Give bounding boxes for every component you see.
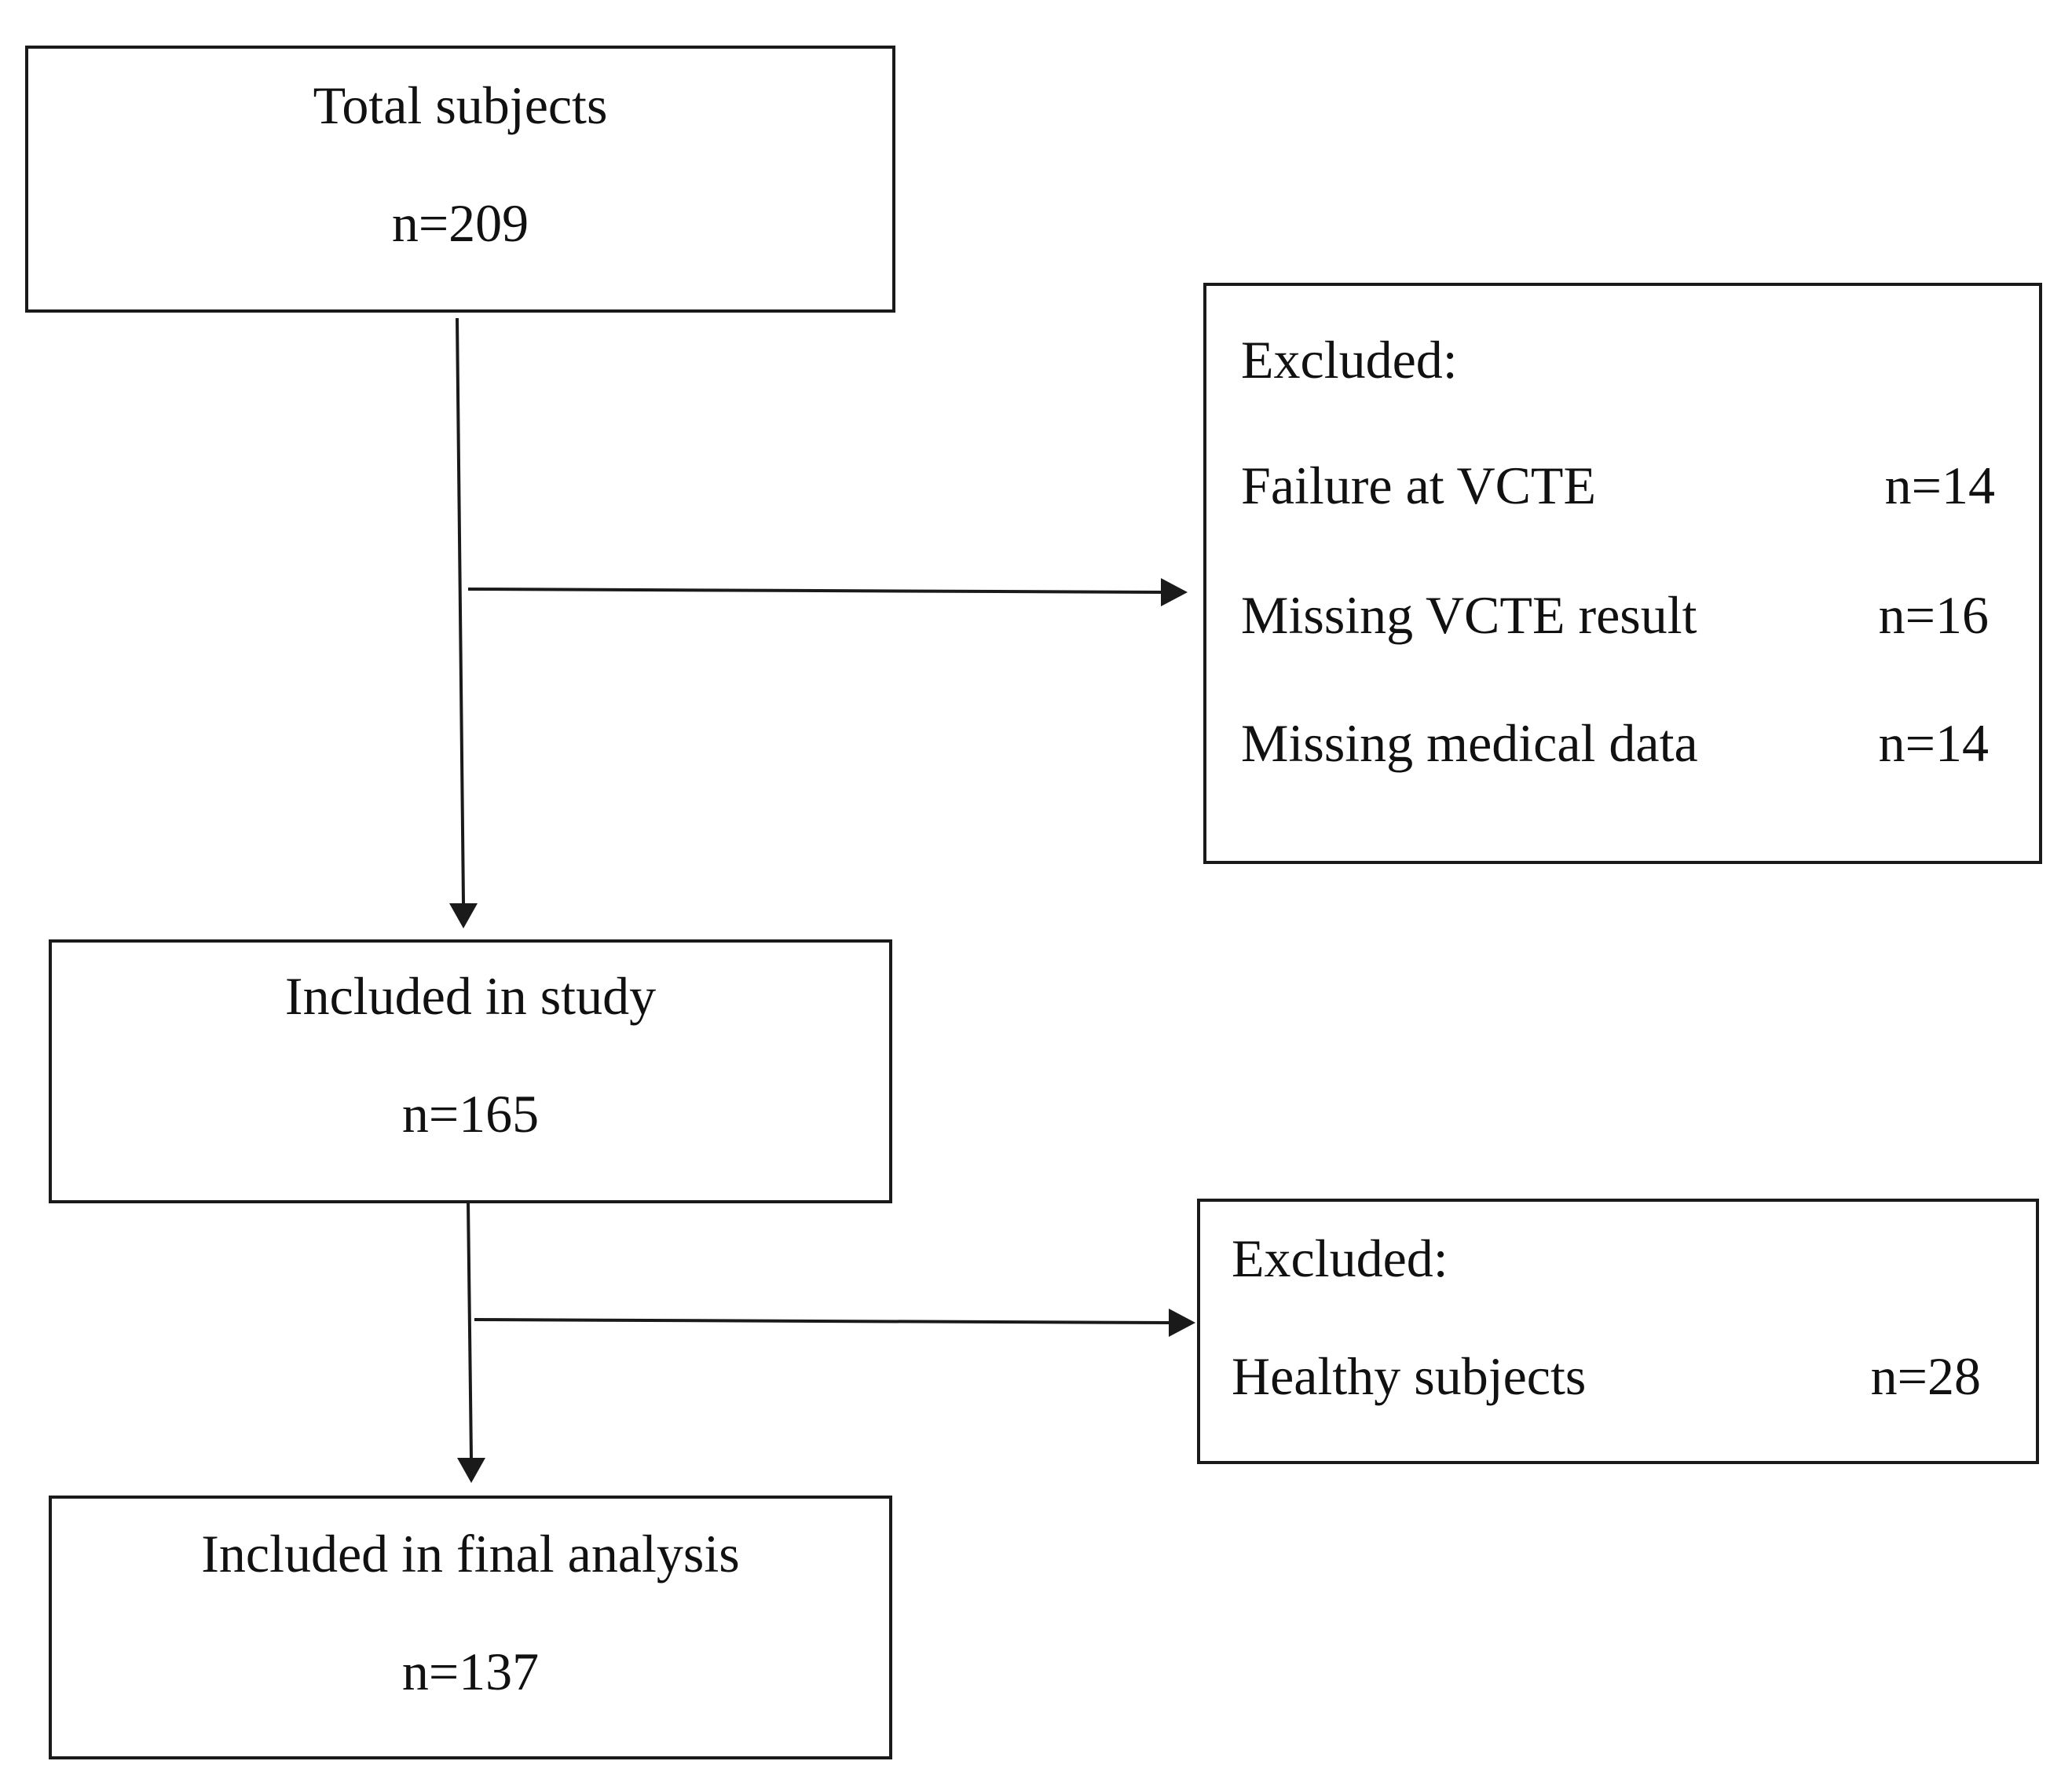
excluded-1-reason: Missing medical data	[1241, 713, 1698, 773]
excluded-1-count: n=16	[1878, 585, 1989, 645]
arrowhead-included	[449, 903, 478, 928]
excluded-box-2: Excluded: Healthy subjects n=28	[1197, 1199, 2039, 1464]
final-analysis-box: Included in final analysis n=137	[49, 1496, 892, 1759]
excluded-1-heading: Excluded:	[1241, 330, 1458, 390]
total-subjects-label: Total subjects	[313, 75, 608, 135]
excluded-2-reason: Healthy subjects	[1232, 1346, 1587, 1406]
arrow-included-to-final	[467, 1201, 473, 1460]
excluded-1-count: n=14	[1884, 456, 1995, 515]
excluded-2-heading: Excluded:	[1232, 1228, 1448, 1288]
arrow-to-excluded-1	[467, 588, 1163, 594]
excluded-1-reason: Failure at VCTE	[1241, 456, 1596, 515]
arrow-total-to-included	[456, 317, 465, 904]
final-analysis-label: Included in final analysis	[201, 1524, 740, 1583]
arrow-to-excluded-2	[474, 1318, 1171, 1324]
included-in-study-label: Included in study	[284, 966, 657, 1026]
total-subjects-count: n=209	[391, 193, 529, 253]
arrowhead-excluded-2	[1169, 1309, 1195, 1337]
included-in-study-count: n=165	[401, 1084, 540, 1144]
arrowhead-excluded-1	[1161, 578, 1188, 606]
excluded-2-count: n=28	[1870, 1346, 1981, 1406]
total-subjects-box: Total subjects n=209	[25, 46, 895, 313]
excluded-box-1: Excluded: Failure at VCTE n=14 Missing V…	[1203, 283, 2042, 864]
excluded-1-count: n=14	[1878, 713, 1989, 773]
included-in-study-box: Included in study n=165	[49, 939, 892, 1203]
excluded-1-reason: Missing VCTE result	[1241, 585, 1697, 645]
final-analysis-count: n=137	[401, 1642, 540, 1701]
arrowhead-final	[457, 1458, 485, 1483]
